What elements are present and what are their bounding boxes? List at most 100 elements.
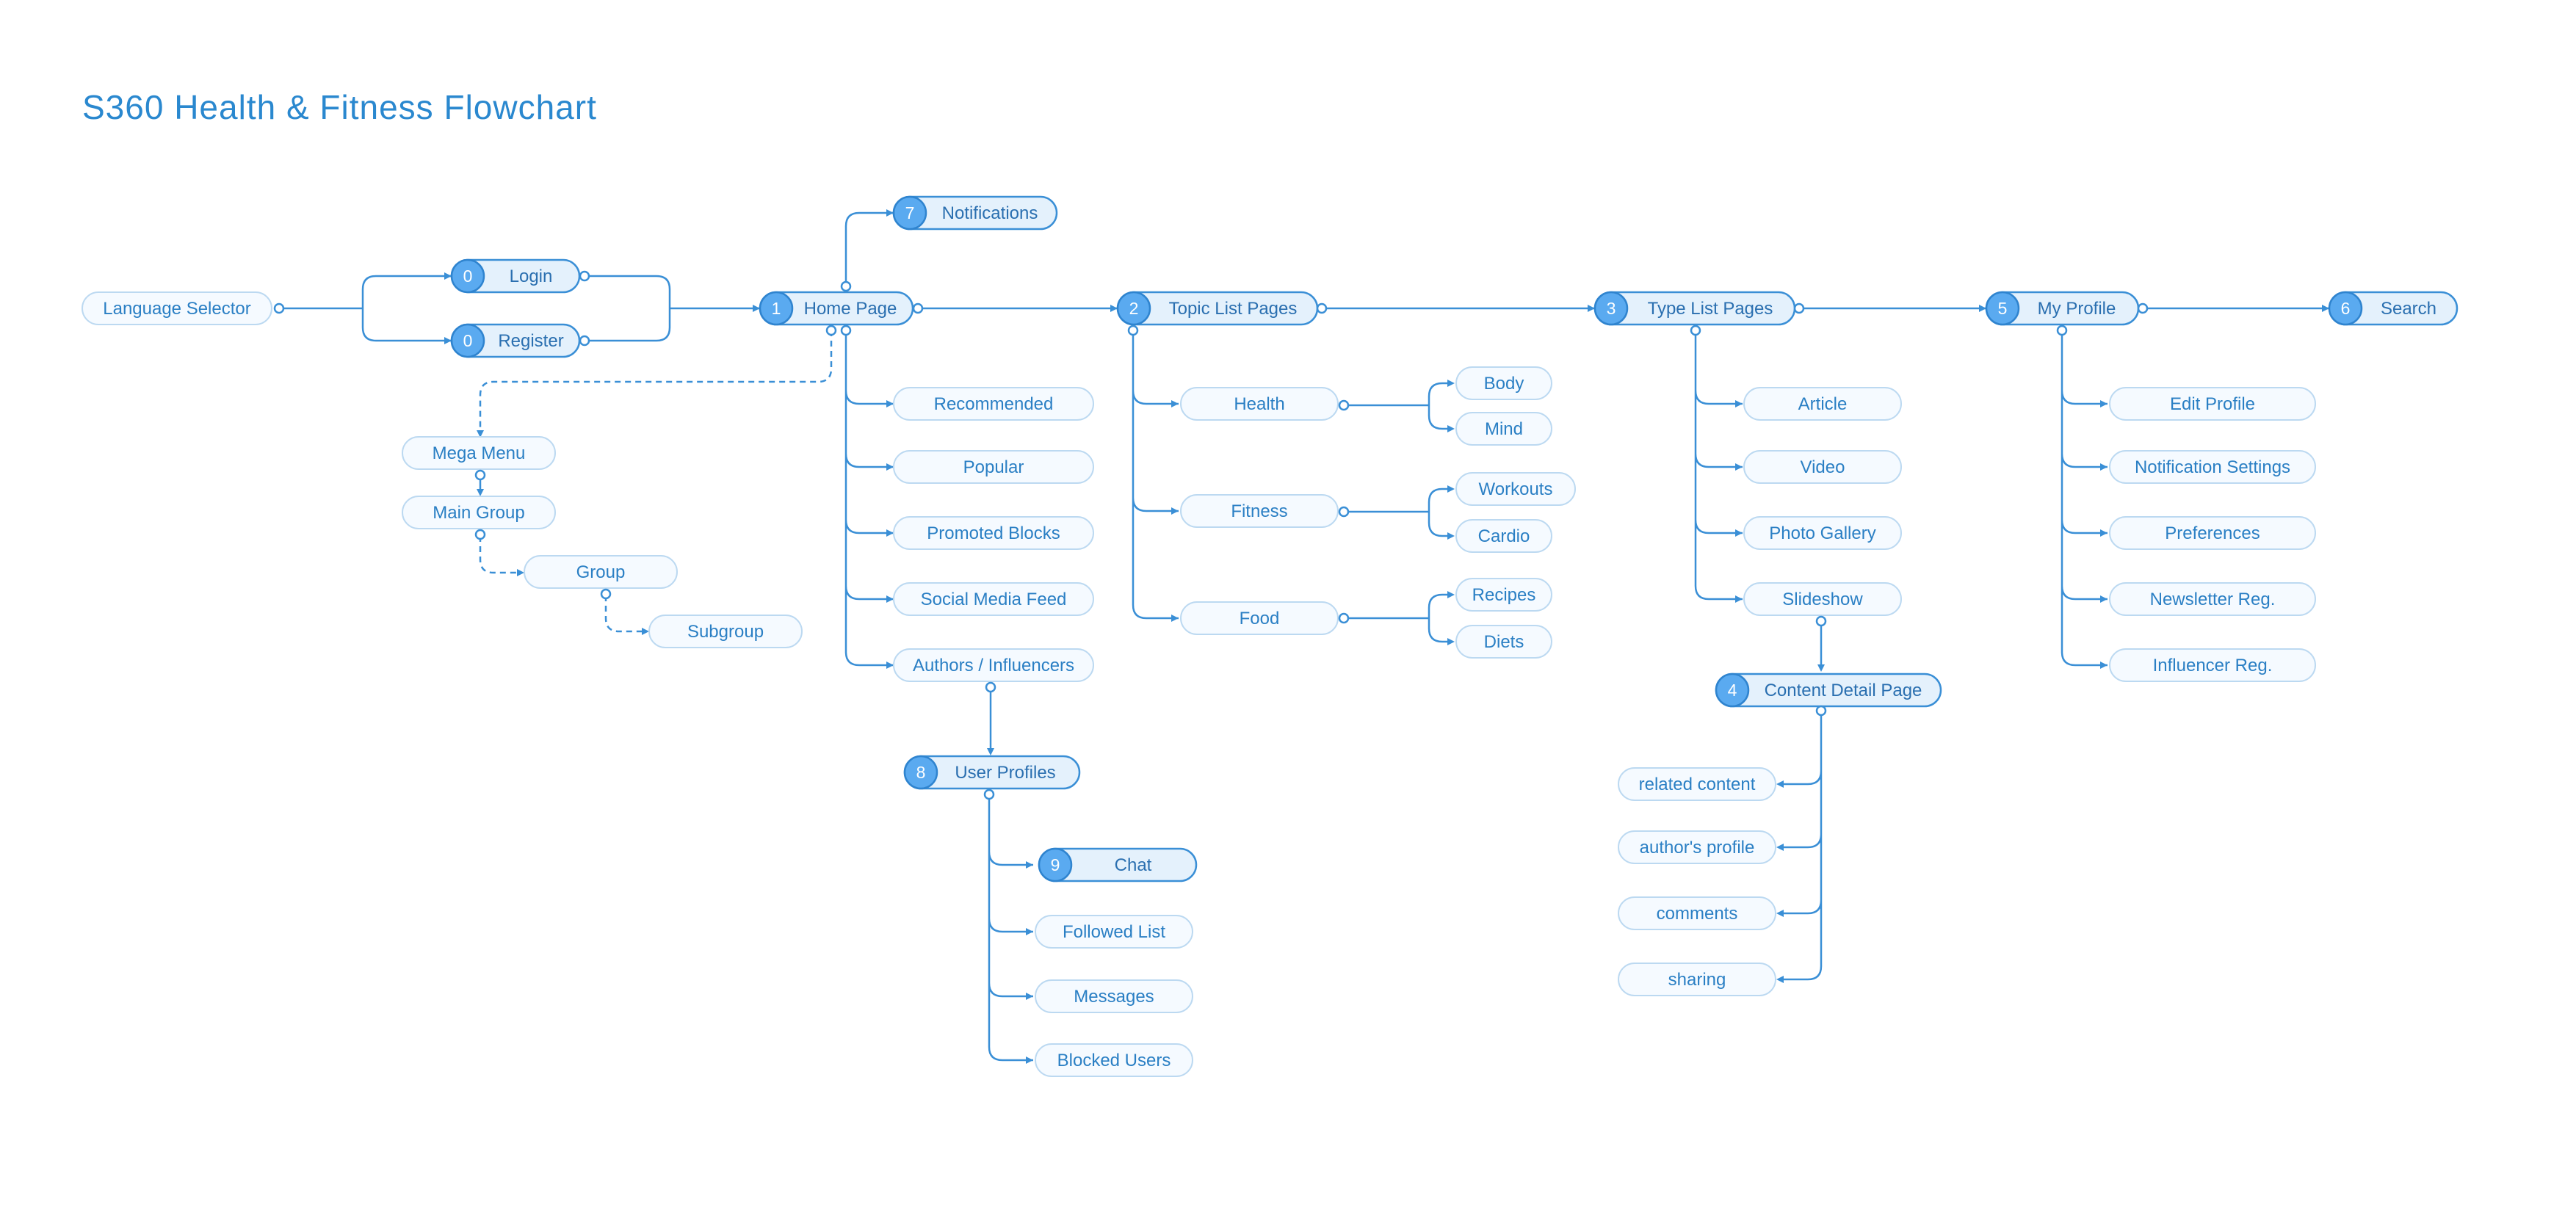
arrow-to-followed [1026,928,1033,935]
node-group[interactable]: Group [524,555,678,589]
node-register[interactable]: 0 Register [450,323,581,358]
port-home-right [912,302,924,314]
port-home-top [840,280,852,292]
node-login[interactable]: 0 Login [450,258,581,294]
node-cardio[interactable]: Cardio [1455,519,1552,553]
number-badge [2328,291,2363,326]
port-profile-right [2137,302,2149,314]
edge-content-children [1779,711,1823,981]
edge-profile-children [2061,330,2108,667]
node-label: author's profile [1640,838,1755,858]
arrow-to-fitness [1171,507,1179,515]
node-notifications[interactable]: 7 Notifications [892,195,1058,231]
node-number: 4 [1728,681,1737,700]
node-label: Topic List Pages [1169,299,1298,319]
port-megamenu [474,469,486,481]
number-badge [1593,291,1629,326]
node-influencer-reg[interactable]: Influencer Reg. [2109,648,2316,682]
node-label: Chat [1115,855,1152,875]
node-social-media-feed[interactable]: Social Media Feed [893,582,1094,616]
arrow-to-food [1171,615,1179,622]
arrow-to-login [444,272,452,280]
arrow-to-body [1447,380,1455,387]
node-authors-influencers[interactable]: Authors / Influencers [893,648,1094,682]
node-label: Article [1798,394,1848,414]
node-home-page[interactable]: 1 Home Page [759,291,914,326]
node-authors-profile[interactable]: author's profile [1618,830,1776,864]
node-content-detail-page[interactable]: 4 Content Detail Page [1715,673,1942,708]
port-type-bottom [1690,325,1701,336]
arrow-to-sharing [1776,976,1784,983]
node-label: Main Group [433,503,524,523]
node-notification-settings[interactable]: Notification Settings [2109,450,2316,484]
node-label: Social Media Feed [921,590,1067,609]
node-mind[interactable]: Mind [1455,412,1552,446]
node-slideshow[interactable]: Slideshow [1743,582,1902,616]
node-label: Notifications [942,203,1038,223]
node-number: 2 [1129,299,1139,318]
node-recommended[interactable]: Recommended [893,387,1094,421]
node-number: 8 [916,763,926,782]
node-blocked-users[interactable]: Blocked Users [1035,1043,1193,1077]
node-search[interactable]: 6 Search [2328,291,2459,326]
node-preferences[interactable]: Preferences [2109,516,2316,550]
node-number: 0 [463,267,473,286]
node-followed-list[interactable]: Followed List [1035,915,1193,949]
node-label: related content [1639,775,1756,794]
node-subgroup[interactable]: Subgroup [648,615,803,648]
edge-home-children [844,330,894,667]
node-diets[interactable]: Diets [1455,625,1552,659]
node-chat[interactable]: 9 Chat [1038,847,1198,882]
node-workouts[interactable]: Workouts [1455,472,1576,506]
node-number: 1 [772,299,781,318]
node-label: comments [1657,904,1738,924]
node-number: 0 [463,331,473,350]
node-fitness[interactable]: Fitness [1180,494,1339,528]
node-body[interactable]: Body [1455,366,1552,400]
arrow-to-userprofiles [987,748,994,755]
node-label: Mega Menu [433,443,526,463]
node-label: Group [576,562,626,582]
node-language-selector[interactable]: Language Selector [82,291,272,325]
node-popular[interactable]: Popular [893,450,1094,484]
port-userprofiles [983,789,995,800]
node-mega-menu[interactable]: Mega Menu [402,436,556,470]
node-edit-profile[interactable]: Edit Profile [2109,387,2316,421]
number-badge [892,195,927,231]
arrow-to-blocked [1026,1056,1033,1064]
port-profile-bottom [2056,325,2068,336]
node-type-list-pages[interactable]: 3 Type List Pages [1593,291,1796,326]
port-topic-right [1316,302,1328,314]
arrow-to-health [1171,400,1179,407]
arrow-to-promoted [886,529,894,537]
node-main-group[interactable]: Main Group [402,496,556,529]
node-sharing[interactable]: sharing [1618,963,1776,996]
node-photo-gallery[interactable]: Photo Gallery [1743,516,1902,550]
node-video[interactable]: Video [1743,450,1902,484]
node-label: Home Page [804,299,897,319]
node-user-profiles[interactable]: 8 User Profiles [903,755,1081,790]
edge-fitness-children [1344,487,1452,537]
node-health[interactable]: Health [1180,387,1339,421]
port-type-right [1793,302,1805,314]
arrow-to-workouts [1447,485,1455,493]
node-label: Edit Profile [2170,394,2255,414]
node-promoted-blocks[interactable]: Promoted Blocks [893,516,1094,550]
node-newsletter-reg[interactable]: Newsletter Reg. [2109,582,2316,616]
node-food[interactable]: Food [1180,601,1339,635]
node-related-content[interactable]: related content [1618,767,1776,801]
node-label: Followed List [1063,922,1165,942]
edge-home-to-megamenu [479,330,833,433]
node-my-profile[interactable]: 5 My Profile [1985,291,2140,326]
node-topic-list-pages[interactable]: 2 Topic List Pages [1116,291,1319,326]
edge-auth-to-home [583,275,760,342]
arrow-to-preferences [2100,529,2108,537]
node-messages[interactable]: Messages [1035,979,1193,1013]
edges [278,209,2329,1064]
node-recipes[interactable]: Recipes [1455,578,1552,612]
arrow-to-diets [1447,638,1455,645]
arrow-to-photo-gallery [1735,529,1743,537]
node-label: Popular [963,457,1024,477]
node-comments[interactable]: comments [1618,896,1776,930]
node-article[interactable]: Article [1743,387,1902,421]
